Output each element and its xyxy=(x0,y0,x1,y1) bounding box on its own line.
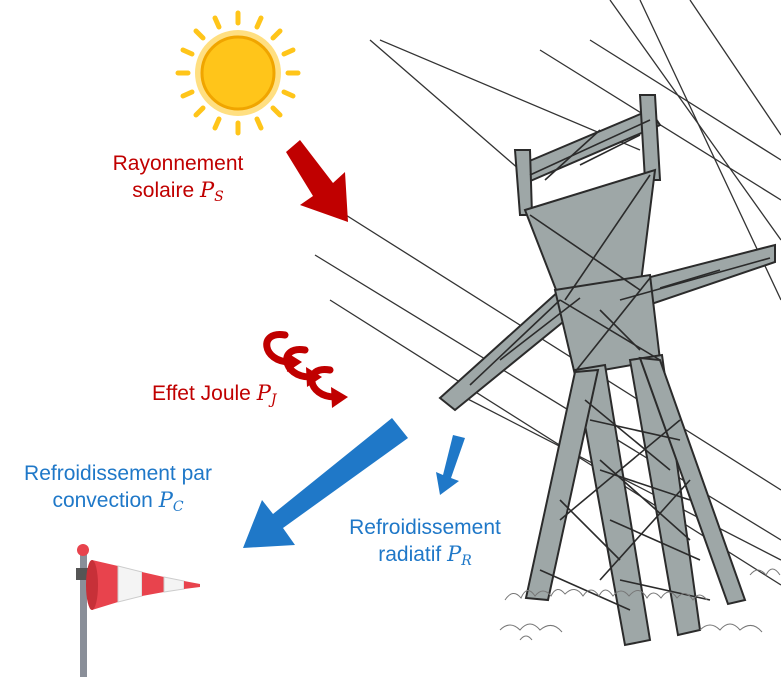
radiative-label-line2: radiatif xyxy=(378,543,442,566)
joule-arrowheads xyxy=(286,352,348,408)
windsock-icon xyxy=(76,544,200,677)
radiative-arrow xyxy=(436,435,465,495)
solar-radiation-arrow xyxy=(286,140,348,222)
solar-label-line2: solaire xyxy=(132,179,195,202)
joule-variable: PJ xyxy=(256,381,277,408)
radiative-variable: PR xyxy=(447,542,472,569)
joule-heat-arrows-icon xyxy=(263,331,339,401)
joule-effect-label: Effet Joule PJ xyxy=(152,380,276,414)
convection-label-line1: Refroidissement par xyxy=(24,462,212,485)
joule-label-text: Effet Joule xyxy=(152,382,251,405)
shrub-sketch xyxy=(499,568,781,641)
convection-arrow xyxy=(243,418,408,548)
sun-icon xyxy=(175,10,301,136)
convection-label-line2: convection xyxy=(52,489,153,512)
solar-label-line1: Rayonnement xyxy=(112,152,244,175)
convection-variable: PC xyxy=(158,488,184,515)
solar-radiation-label: Rayonnement solaire PS xyxy=(88,150,268,211)
solar-variable: PS xyxy=(199,178,224,205)
pylon-icon xyxy=(438,94,776,647)
radiative-label: Refroidissement radiatif PR xyxy=(336,514,514,575)
radiative-label-line1: Refroidissement xyxy=(349,516,501,539)
convection-label: Refroidissement par convection PC xyxy=(0,460,236,521)
